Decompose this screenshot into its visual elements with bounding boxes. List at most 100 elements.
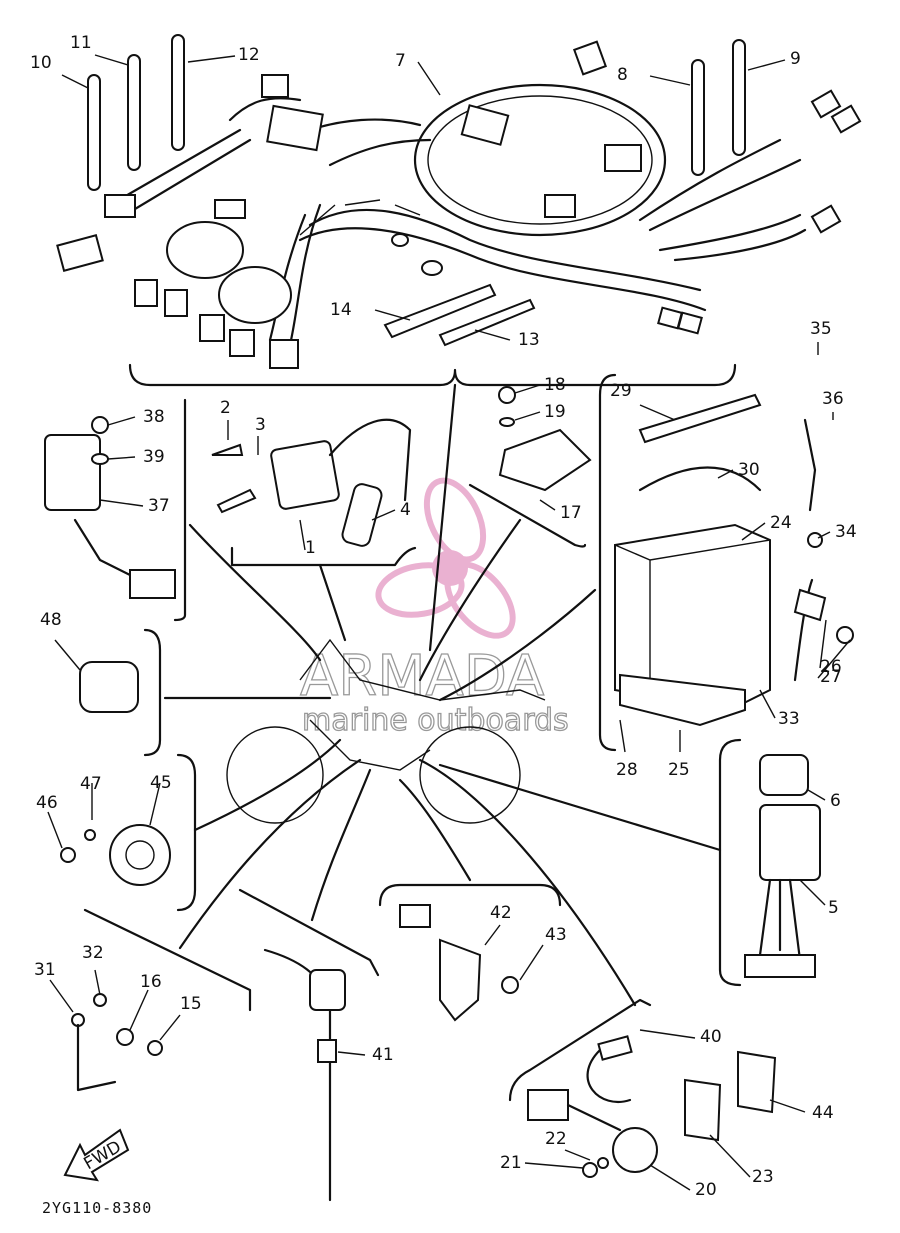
ignition-coil: [211, 418, 412, 547]
callout-46: 46: [36, 793, 58, 813]
callout-leader-17: [539, 499, 556, 511]
callout-26: 26: [820, 657, 842, 677]
callout-12: 12: [238, 45, 260, 65]
callout-21: 21: [500, 1153, 522, 1173]
callout-leader-34: [817, 531, 831, 539]
callout-leader-48: [54, 639, 81, 671]
callout-leader-42: [484, 924, 501, 946]
callout-25: 25: [668, 760, 690, 780]
callout-30: 30: [738, 460, 760, 480]
callout-5: 5: [828, 898, 839, 918]
callout-27: 27: [820, 667, 842, 687]
oil-level-switch: [263, 948, 346, 1202]
callout-leader-27: [817, 639, 851, 679]
callout-18: 18: [544, 375, 566, 395]
callout-leader-10: [61, 74, 89, 89]
battery-assembly: [614, 393, 854, 727]
callout-22: 22: [545, 1129, 567, 1149]
propeller-logo: [375, 477, 516, 639]
callout-7: 7: [395, 51, 406, 71]
diagram-code: 2YG110-8380: [42, 1199, 152, 1217]
callout-leader-24: [741, 522, 766, 541]
callout-leader-21: [524, 1162, 584, 1169]
callout-47: 47: [80, 774, 102, 794]
starter-relay-left: [44, 416, 176, 599]
callout-3: 3: [255, 415, 266, 435]
callout-2: 2: [220, 398, 231, 418]
callout-leader-14: [374, 309, 411, 321]
callout-leader-32: [94, 969, 101, 996]
ground-lead: [71, 993, 163, 1092]
callout-24: 24: [770, 513, 792, 533]
callout-leader-13: [474, 329, 511, 341]
callout-leader-20: [649, 1164, 691, 1191]
callout-leader-29: [639, 404, 676, 421]
callout-19: 19: [544, 402, 566, 422]
flasher-relay: [744, 754, 821, 978]
callout-leader-23: [709, 1134, 751, 1178]
watermark-tagline: marine outboards: [302, 703, 569, 738]
callout-leader-37: [99, 499, 144, 507]
callout-40: 40: [700, 1027, 722, 1047]
callout-1: 1: [305, 538, 316, 558]
callout-leader-9: [747, 59, 786, 71]
callout-35: 35: [810, 319, 832, 339]
callout-33: 33: [778, 709, 800, 729]
callout-14: 14: [330, 300, 352, 320]
callout-34: 34: [835, 522, 857, 542]
callout-20: 20: [695, 1180, 717, 1200]
callout-37: 37: [148, 496, 170, 516]
callout-4: 4: [400, 500, 411, 520]
callout-leader-26: [819, 619, 827, 669]
callout-leader-1: [299, 519, 306, 551]
callout-leader-16: [129, 989, 149, 1031]
callout-13: 13: [518, 330, 540, 350]
callout-28: 28: [616, 760, 638, 780]
callout-leader-45: [149, 782, 161, 826]
callout-leader-39: [107, 456, 136, 460]
callout-45: 45: [150, 773, 172, 793]
leader-lines: [83, 373, 742, 1102]
callout-leader-15: [159, 1014, 181, 1041]
callout-leader-46: [47, 811, 63, 849]
callout-leader-41: [337, 1051, 366, 1056]
callout-10: 10: [30, 53, 52, 73]
fwd-arrow: FWD: [63, 1128, 130, 1182]
rectifier-48: [79, 661, 139, 713]
callout-leader-22: [564, 1149, 591, 1161]
callout-leader-33: [759, 689, 776, 719]
callout-23: 23: [752, 1167, 774, 1187]
callout-43: 43: [545, 925, 567, 945]
callout-leader-28: [619, 719, 626, 753]
callout-leader-30: [717, 469, 734, 479]
callout-32: 32: [82, 943, 104, 963]
callout-leader-38: [107, 416, 136, 426]
callout-11: 11: [70, 33, 92, 53]
callout-8: 8: [617, 65, 628, 85]
callout-9: 9: [790, 49, 801, 69]
callout-36: 36: [822, 389, 844, 409]
callout-44: 44: [812, 1103, 834, 1123]
callout-41: 41: [372, 1045, 394, 1065]
callout-leader-7: [417, 61, 441, 96]
callout-16: 16: [140, 972, 162, 992]
callout-leader-6: [807, 789, 826, 801]
frame-outline: [226, 638, 546, 824]
watermark: ARMADA marine outboards: [299, 477, 569, 739]
callout-leader-11: [94, 54, 129, 66]
callout-39: 39: [143, 447, 165, 467]
neutral-switch: [399, 904, 519, 1022]
starter-relay-bottom: [527, 1035, 777, 1178]
callout-38: 38: [143, 407, 165, 427]
callout-31: 31: [34, 960, 56, 980]
callout-leader-44: [769, 1099, 806, 1113]
callout-leader-31: [49, 979, 74, 1013]
callout-42: 42: [490, 903, 512, 923]
callout-6: 6: [830, 791, 841, 811]
callout-leader-5: [799, 879, 826, 906]
regulator: [498, 386, 592, 492]
callout-leader-18: [514, 384, 541, 394]
